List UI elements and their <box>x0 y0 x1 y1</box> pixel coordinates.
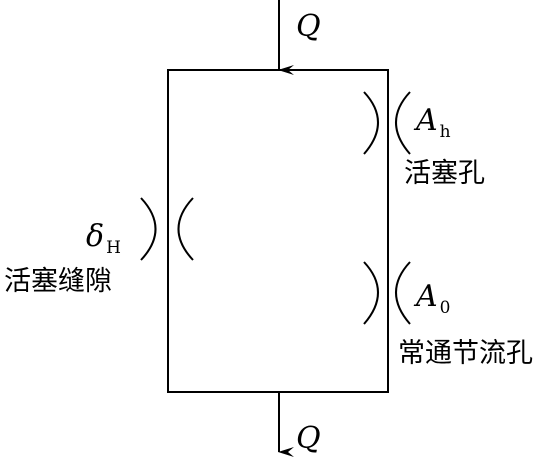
orifice-symbol-subscript: 0 <box>439 298 451 318</box>
piston-gap-symbol-subscript: H <box>106 238 121 258</box>
orifice-left-arc <box>363 261 379 325</box>
flow-in-label: Q <box>296 9 321 44</box>
orifice-right-arc <box>395 261 411 325</box>
piston-hole-symbol-main: A <box>416 103 438 138</box>
orifice-name: 常通节流孔 <box>398 338 533 369</box>
piston-gap-name: 活塞缝隙 <box>4 266 112 297</box>
flow-out-label: Q <box>296 421 321 456</box>
piston-hole-symbol-subscript: h <box>439 122 451 142</box>
piston-hole-left-arc <box>363 91 379 155</box>
piston-hole-right-arc <box>395 91 411 155</box>
piston-body-outline <box>167 69 389 393</box>
piston-gap-right-arc <box>177 197 194 261</box>
orifice-symbol-main: A <box>416 279 438 314</box>
piston-gap-symbol-main: δ <box>86 219 105 254</box>
piston-gap-left-arc <box>140 197 157 261</box>
piston-hole-name: 活塞孔 <box>404 158 485 189</box>
